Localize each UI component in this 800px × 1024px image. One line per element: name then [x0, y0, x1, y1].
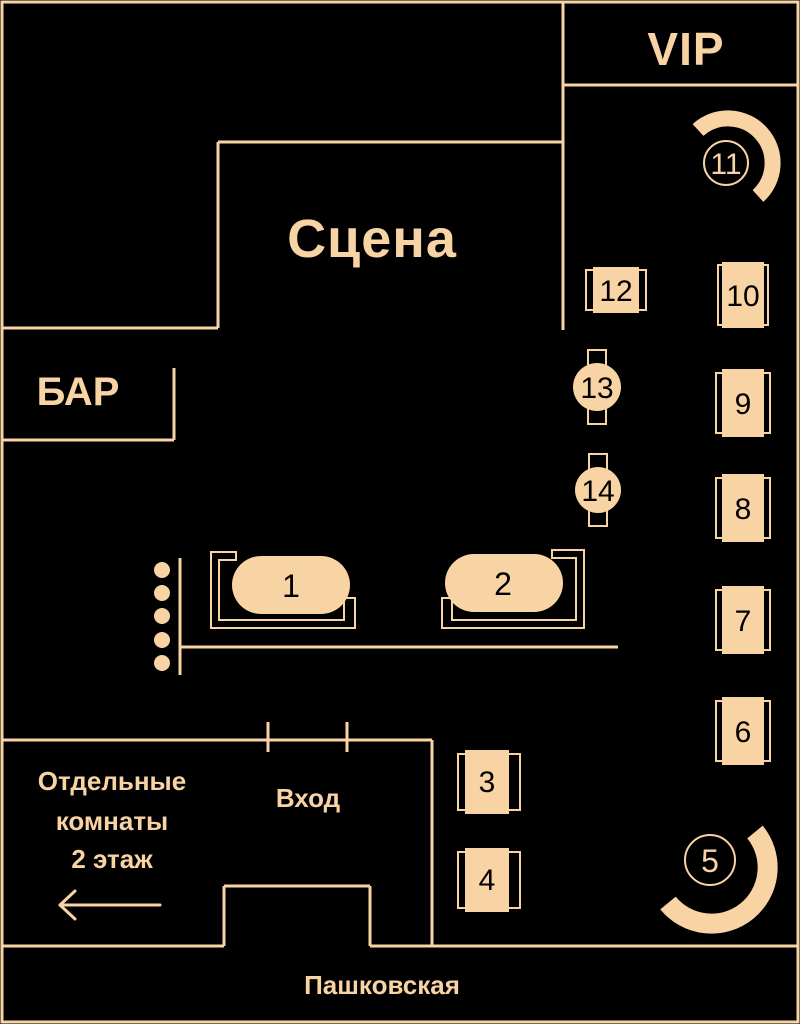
table-8-top — [722, 474, 764, 542]
table-4-number: 4 — [479, 864, 496, 897]
post-dot — [154, 632, 170, 648]
rooms-label-line1: Отдельные — [38, 766, 186, 796]
table-13-top — [573, 363, 621, 411]
table-1-top — [232, 556, 350, 614]
table-5-top — [684, 834, 736, 886]
table-7-number: 7 — [735, 605, 752, 638]
table-1-number: 1 — [282, 568, 300, 604]
table-9-number: 9 — [735, 388, 752, 421]
table-3[interactable]: 3 — [457, 750, 521, 814]
table-11[interactable]: 11 — [692, 110, 781, 202]
table-8-number: 8 — [735, 493, 752, 526]
post-dot — [154, 562, 170, 578]
table-4[interactable]: 4 — [457, 848, 521, 912]
table-5-sofa — [660, 825, 778, 934]
posts — [154, 562, 170, 671]
table-12[interactable]: 12 — [585, 267, 647, 313]
bar-label: БАР — [37, 370, 120, 414]
table-5-number: 5 — [701, 843, 719, 879]
rooms-label-line3: 2 этаж — [71, 844, 153, 874]
entrance-label: Вход — [276, 783, 341, 813]
table-9-top — [722, 369, 764, 437]
table-6-number: 6 — [735, 716, 752, 749]
stage-label: Сцена — [287, 209, 457, 269]
table-12-number: 12 — [599, 275, 632, 308]
table-10-top — [722, 262, 764, 328]
vip-label: VIP — [647, 23, 724, 75]
table-14[interactable]: 14 — [575, 453, 621, 527]
table-6[interactable]: 6 — [715, 697, 771, 765]
table-7[interactable]: 7 — [715, 586, 771, 654]
table-6-top — [722, 697, 764, 765]
post-dot — [154, 655, 170, 671]
table-3-top — [465, 750, 509, 814]
table-10[interactable]: 10 — [717, 262, 769, 328]
table-1[interactable]: 1 — [210, 551, 356, 629]
table-14-number: 14 — [581, 475, 614, 508]
table-5[interactable]: 5 — [660, 825, 778, 934]
table-8[interactable]: 8 — [715, 474, 771, 542]
table-2[interactable]: 2 — [441, 549, 585, 629]
table-2-top — [445, 554, 563, 612]
table-10-number: 10 — [726, 280, 759, 313]
table-12-top — [593, 267, 639, 313]
arrow-left-icon[interactable] — [58, 889, 162, 921]
table-7-top — [722, 586, 764, 654]
rooms-label-line2: комнаты — [56, 806, 169, 836]
table-4-top — [465, 848, 509, 912]
table-2-number: 2 — [494, 566, 512, 602]
table-13[interactable]: 13 — [573, 349, 621, 425]
table-13-number: 13 — [580, 372, 613, 405]
table-11-number: 11 — [710, 148, 741, 181]
post-dot — [154, 585, 170, 601]
table-11-sofa — [692, 110, 781, 202]
street-label: Пашковская — [304, 970, 460, 1000]
post-dot — [154, 608, 170, 624]
table-11-top — [703, 140, 749, 186]
table-14-top — [575, 467, 621, 513]
table-9[interactable]: 9 — [715, 369, 771, 437]
table-3-number: 3 — [479, 766, 496, 799]
